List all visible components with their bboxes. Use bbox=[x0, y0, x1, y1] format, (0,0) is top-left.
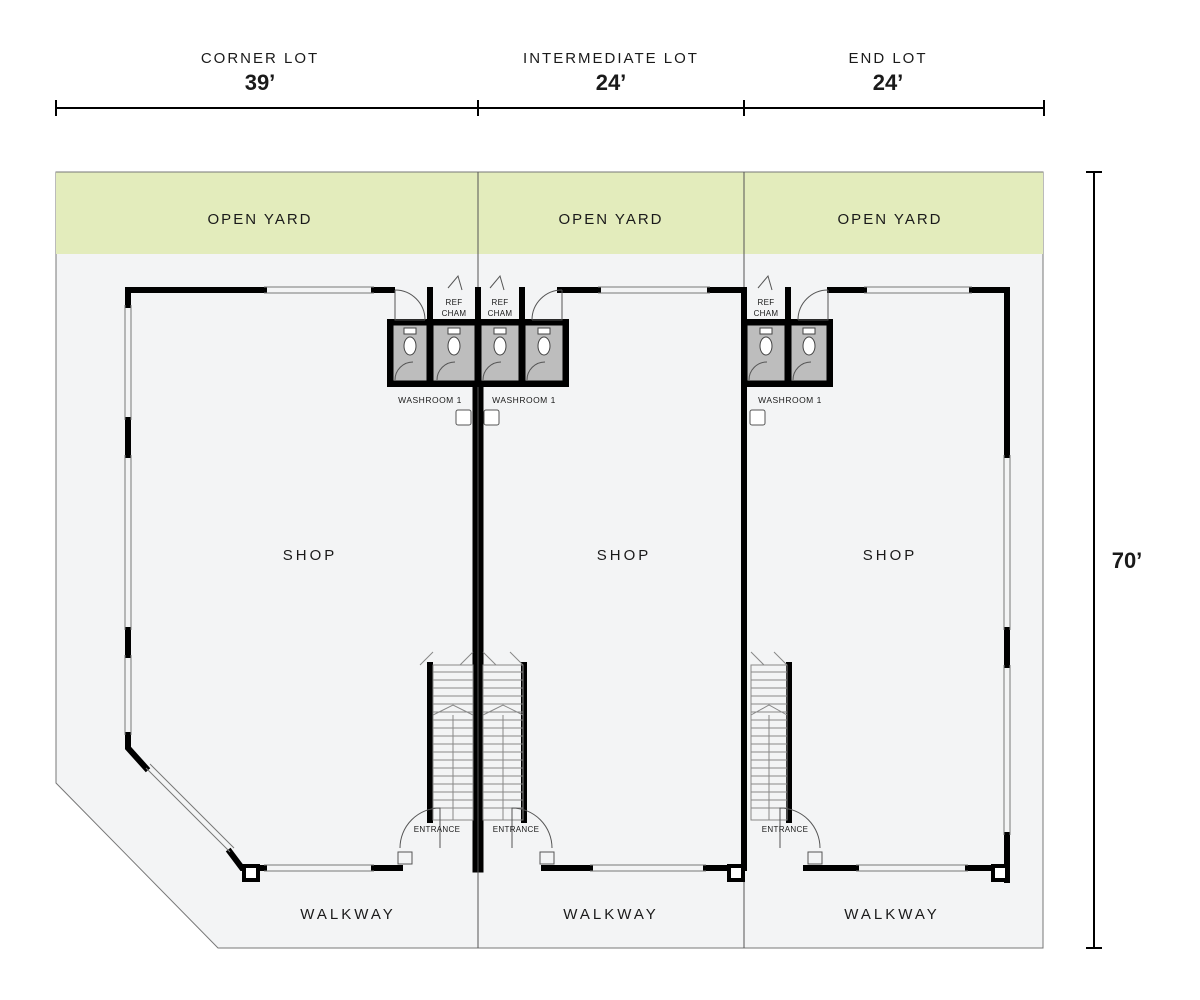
cubicle-doors bbox=[394, 274, 829, 381]
intermediate-ref-label: REF bbox=[492, 298, 509, 307]
intermediate-lot-label: INTERMEDIATE LOT bbox=[523, 50, 699, 67]
corner-open-yard-label: OPEN YARD bbox=[208, 211, 313, 228]
width-dimension-bar bbox=[55, 100, 1045, 116]
structural-columns bbox=[242, 864, 1009, 882]
building-walls bbox=[125, 287, 1010, 883]
intermediate-open-yard-label: OPEN YARD bbox=[559, 211, 664, 228]
open-yard-strip bbox=[56, 172, 1043, 254]
entrance-doors bbox=[397, 807, 823, 865]
intermediate-shop-label: SHOP bbox=[597, 547, 652, 564]
corner-lot-label: CORNER LOT bbox=[201, 50, 319, 67]
corner-washroom-label: WASHROOM 1 bbox=[398, 395, 462, 405]
windows bbox=[124, 286, 1011, 872]
end-ref-label: REF bbox=[758, 298, 775, 307]
end-entrance-label: ENTRANCE bbox=[762, 825, 808, 834]
end-open-yard-label: OPEN YARD bbox=[838, 211, 943, 228]
end-washroom-label: WASHROOM 1 bbox=[758, 395, 822, 405]
intermediate-entrance-label: ENTRANCE bbox=[493, 825, 539, 834]
end-shop-label: SHOP bbox=[863, 547, 918, 564]
intermediate-walkway-label: WALKWAY bbox=[563, 906, 658, 923]
end-cham-label: CHAM bbox=[754, 309, 779, 318]
corner-cham-label: CHAM bbox=[442, 309, 467, 318]
staircases bbox=[419, 651, 788, 821]
end-lot-width: 24’ bbox=[873, 70, 904, 95]
corner-shop-label: SHOP bbox=[283, 547, 338, 564]
sink-icons bbox=[455, 409, 766, 426]
corner-ref-label: REF bbox=[446, 298, 463, 307]
intermediate-washroom-label: WASHROOM 1 bbox=[492, 395, 556, 405]
depth-dimension-bar bbox=[1086, 171, 1102, 949]
intermediate-cham-label: CHAM bbox=[488, 309, 513, 318]
corner-entrance-label: ENTRANCE bbox=[414, 825, 460, 834]
toilet-icons bbox=[403, 327, 816, 356]
end-lot-label: END LOT bbox=[848, 50, 927, 67]
corner-walkway-label: WALKWAY bbox=[300, 906, 395, 923]
corner-lot-width: 39’ bbox=[245, 70, 276, 95]
intermediate-lot-width: 24’ bbox=[596, 70, 627, 95]
depth-label: 70’ bbox=[1112, 548, 1143, 573]
end-walkway-label: WALKWAY bbox=[844, 906, 939, 923]
